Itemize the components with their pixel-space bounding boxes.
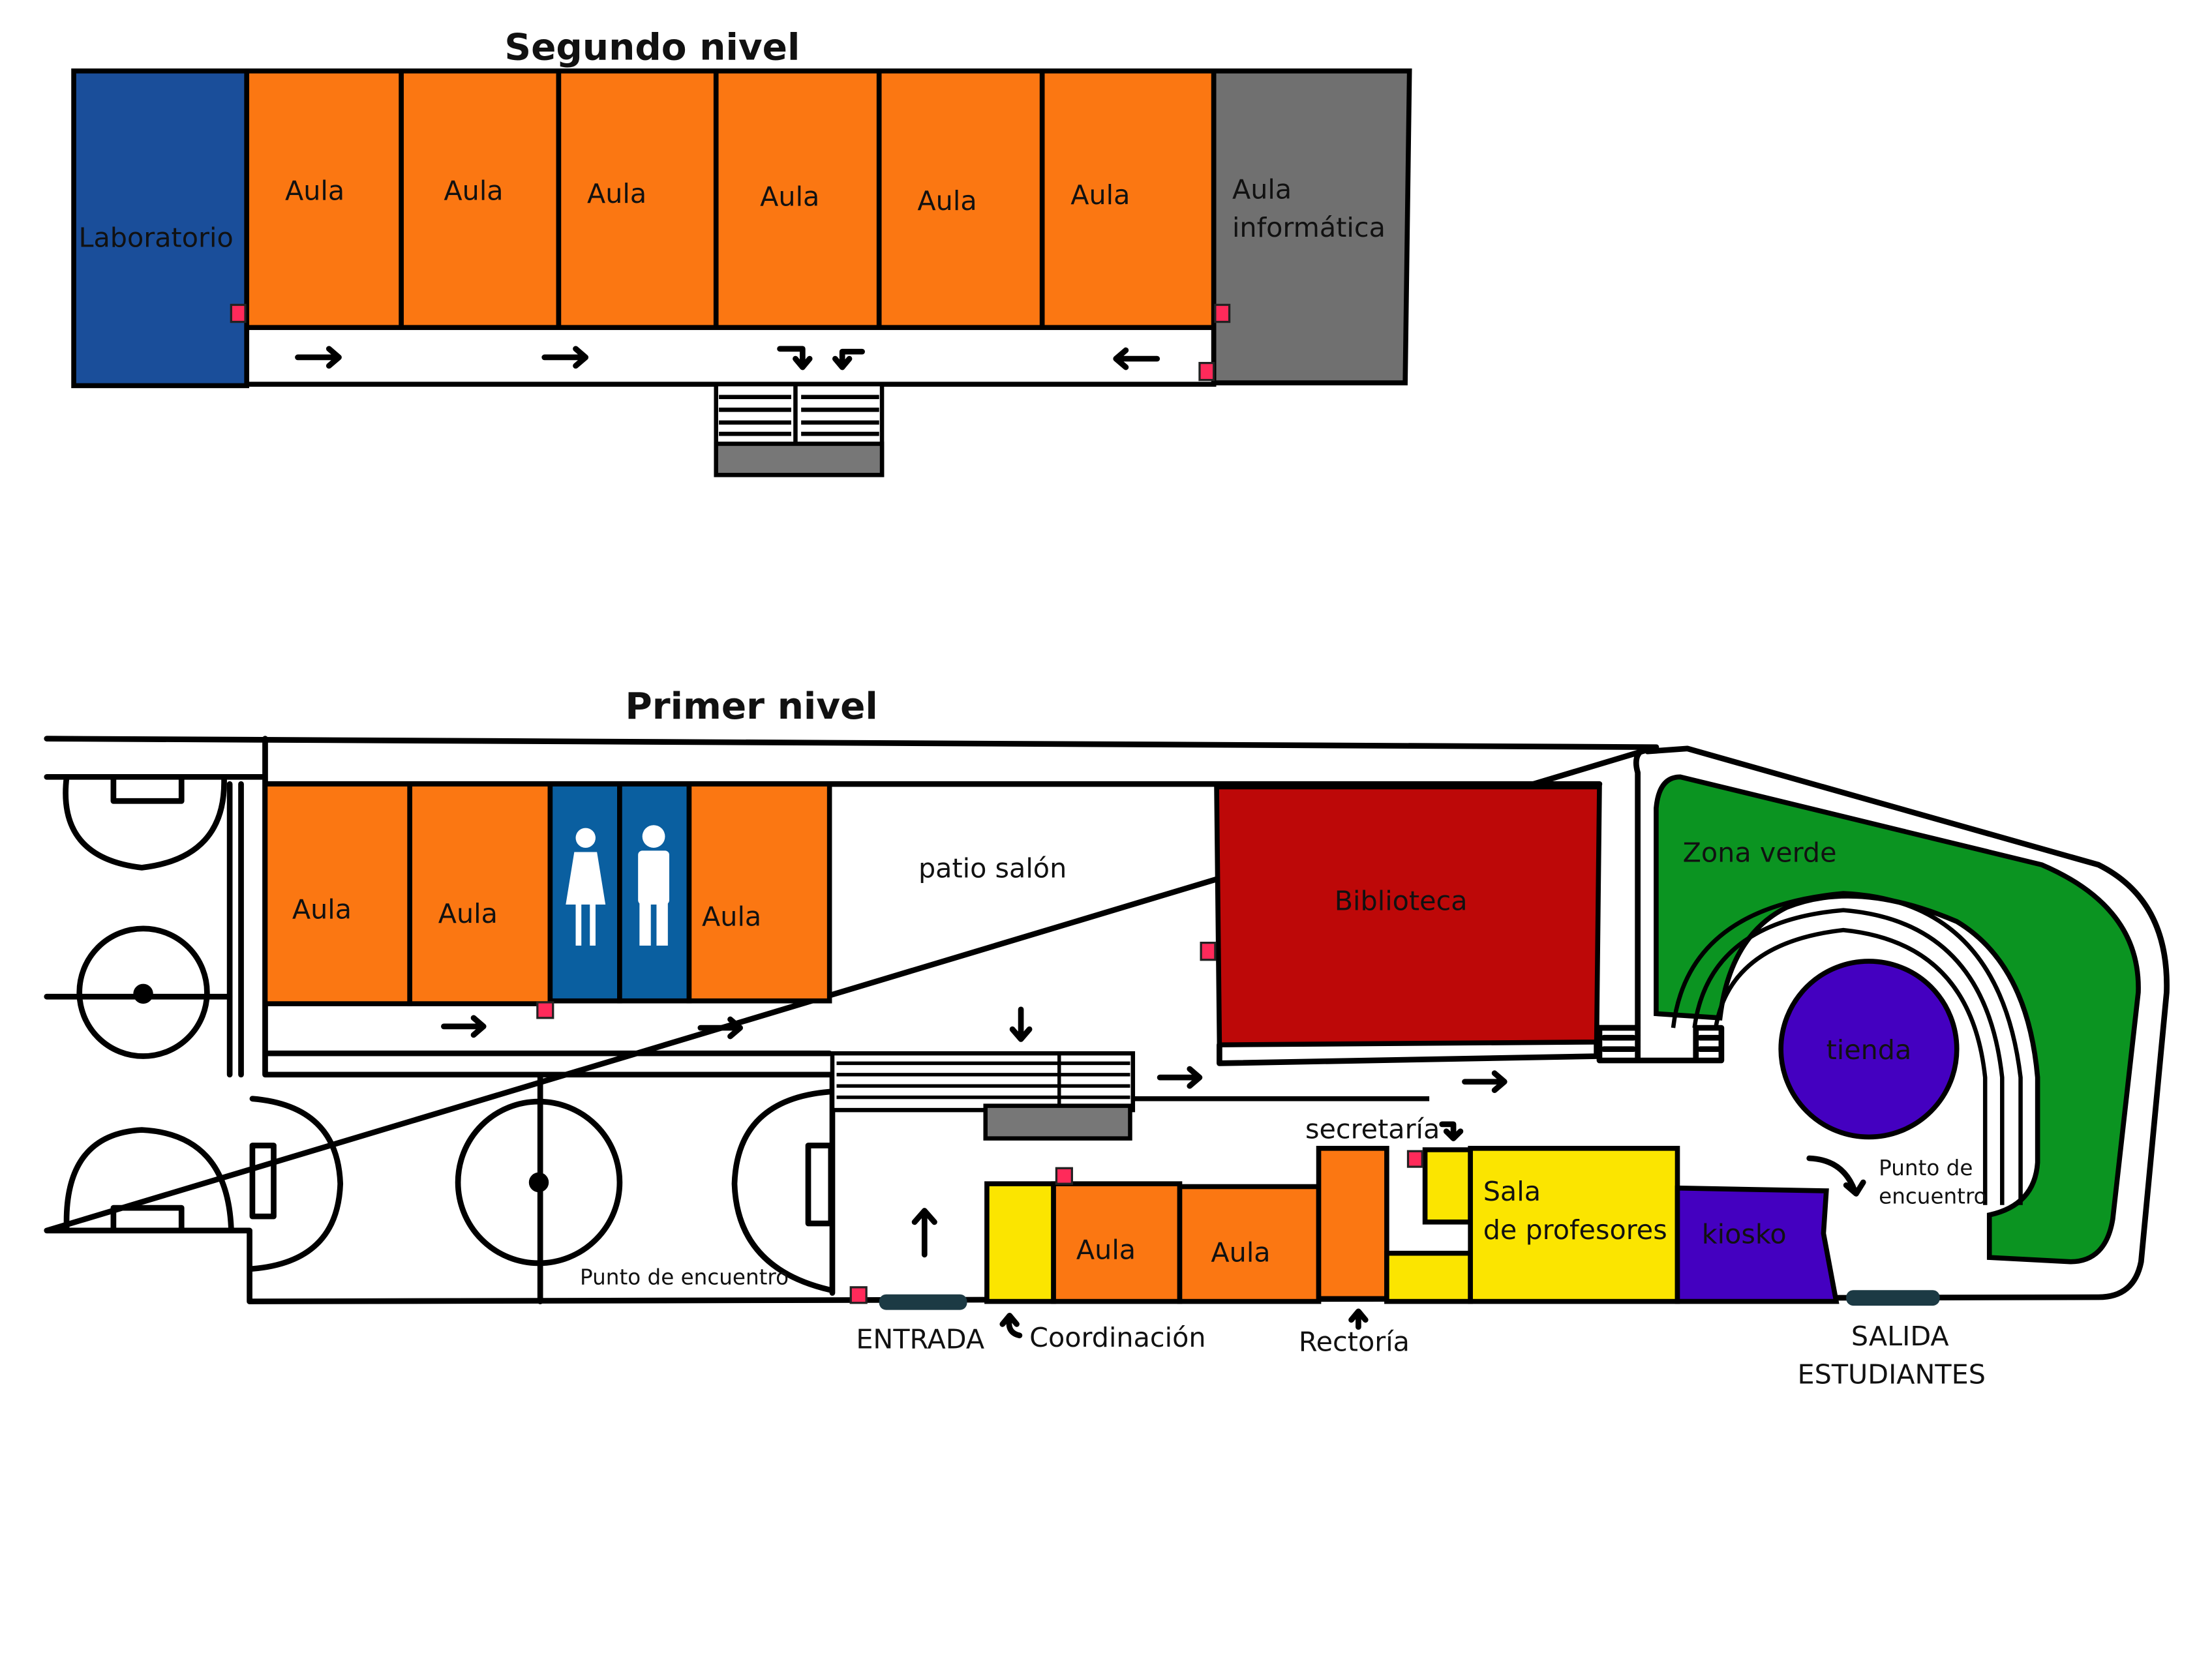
coordination bbox=[984, 1181, 1056, 1304]
library-label: Biblioteca bbox=[1335, 886, 1468, 917]
teachers-room-label: Sala bbox=[1483, 1176, 1541, 1207]
laboratory-label: Laboratorio bbox=[78, 222, 233, 253]
classroom-label: Aula bbox=[1076, 1234, 1136, 1265]
fire-extinguisher-marker bbox=[1406, 1150, 1423, 1168]
classroom bbox=[876, 68, 1045, 331]
classroom-label: Aula bbox=[587, 178, 646, 209]
fire-extinguisher-marker bbox=[849, 1286, 868, 1304]
classroom-label: Aula bbox=[1070, 179, 1130, 211]
arrow-icon bbox=[441, 1006, 1866, 1339]
teachers-room-label: de profesores bbox=[1483, 1214, 1667, 1246]
classroom bbox=[686, 781, 832, 1004]
meeting-point-label: Punto de bbox=[1879, 1156, 1973, 1180]
fire-extinguisher-marker bbox=[1214, 303, 1231, 323]
classroom bbox=[1177, 1184, 1322, 1304]
classroom-label: Aula bbox=[917, 185, 977, 217]
rectory-label: Rectoría bbox=[1299, 1326, 1410, 1358]
woman-icon bbox=[566, 828, 606, 946]
secretary bbox=[1384, 1250, 1473, 1304]
rectory bbox=[1316, 1146, 1389, 1302]
exit-door[interactable] bbox=[1846, 1290, 1940, 1306]
teachers-room bbox=[1468, 1146, 1680, 1304]
staircase bbox=[714, 382, 885, 477]
exit-label: SALIDA bbox=[1851, 1321, 1949, 1352]
green-zone-label: Zona verde bbox=[1683, 837, 1837, 869]
classroom-label: Aula bbox=[760, 181, 819, 212]
computer-room bbox=[1211, 68, 1412, 385]
coordination-label: Coordinación bbox=[1029, 1322, 1205, 1353]
classroom-label: Aula bbox=[444, 175, 503, 207]
second-floor-classrooms: Aula Aula Aula Aula Aula Aula bbox=[244, 68, 1217, 331]
second-floor-corridor bbox=[244, 325, 1217, 387]
classroom-label: Aula bbox=[285, 175, 344, 207]
second-floor: Segundo nivel Laboratorio Aula Aula Aula… bbox=[71, 26, 1412, 477]
fire-extinguisher-marker bbox=[230, 303, 247, 323]
exit-label: ESTUDIANTES bbox=[1798, 1359, 1986, 1390]
classroom bbox=[262, 781, 413, 1006]
classroom-label: Aula bbox=[702, 901, 761, 933]
classroom-label: Aula bbox=[438, 898, 498, 929]
patio-label: patio salón bbox=[918, 853, 1067, 884]
amphitheater-steps bbox=[1671, 891, 2023, 1205]
second-floor-title: Segundo nivel bbox=[504, 26, 800, 68]
kiosk bbox=[1674, 1185, 1840, 1304]
classroom bbox=[244, 68, 404, 331]
classroom-label: Aula bbox=[1211, 1237, 1270, 1268]
meeting-point-label: Punto de encuentro bbox=[580, 1265, 789, 1290]
computer-room-label: informática bbox=[1232, 212, 1386, 243]
store-label: tienda bbox=[1826, 1034, 1912, 1066]
computer-room-label: Aula bbox=[1232, 173, 1292, 205]
sports-court bbox=[44, 773, 836, 1304]
green-zone bbox=[1654, 774, 2141, 1265]
man-icon bbox=[638, 825, 669, 946]
kiosk-label: kiosko bbox=[1702, 1218, 1787, 1250]
building-outline bbox=[44, 736, 2170, 1304]
entrance-door[interactable] bbox=[879, 1294, 967, 1310]
laboratory bbox=[71, 68, 250, 389]
classroom bbox=[407, 781, 553, 1006]
secretary-annex bbox=[1422, 1147, 1473, 1225]
first-floor: Primer nivel Punto de encuentro bbox=[44, 685, 2170, 1390]
entrance-label: ENTRADA bbox=[856, 1323, 984, 1355]
fire-extinguisher-marker bbox=[1200, 942, 1217, 961]
arrow-icon bbox=[295, 346, 1160, 370]
meeting-point-label: encuentro bbox=[1879, 1184, 1986, 1209]
first-floor-title: Primer nivel bbox=[625, 685, 877, 728]
fire-extinguisher-marker bbox=[536, 1001, 554, 1019]
fire-extinguisher-marker bbox=[1055, 1167, 1073, 1185]
classroom-label: Aula bbox=[292, 894, 352, 925]
store bbox=[1778, 959, 1960, 1140]
staircase bbox=[830, 1051, 1430, 1141]
fire-extinguisher-marker bbox=[1198, 361, 1215, 382]
secretary-label: secretaría bbox=[1305, 1114, 1440, 1145]
